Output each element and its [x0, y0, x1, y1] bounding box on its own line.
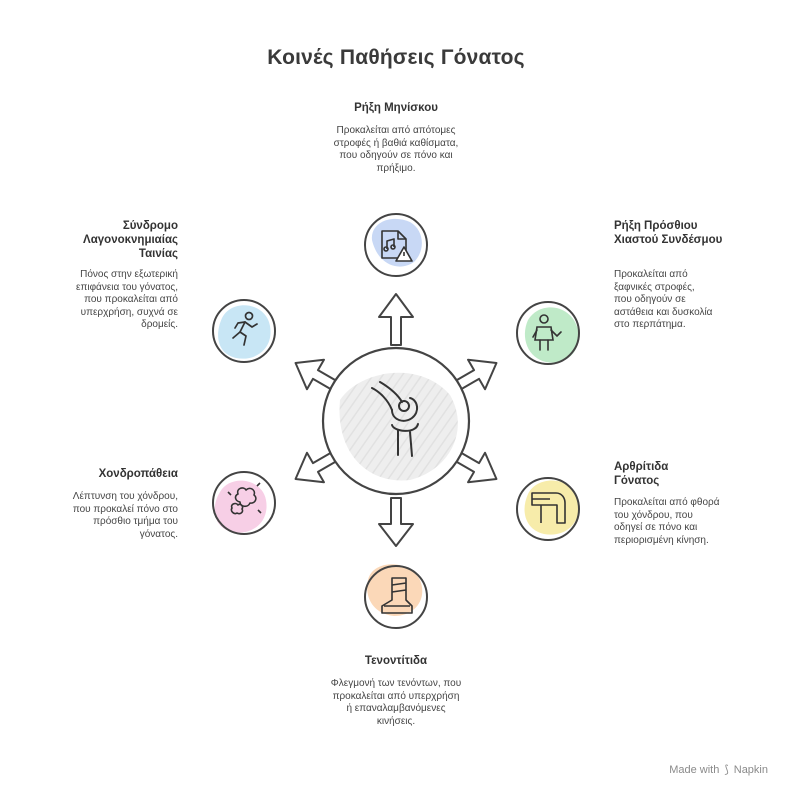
desc-tendinitis: Φλεγμονή των τενόντων, που προκαλείται α… [330, 678, 462, 727]
label-acl: Ρήξη Πρόσθιου Χιαστού Συνδέσμου [614, 220, 723, 246]
burst-icon [227, 482, 262, 515]
center-node [321, 346, 471, 496]
label-meniscus: Ρήξη Μηνίσκου [354, 102, 438, 114]
node-acl[interactable] [516, 301, 580, 365]
label-tendinitis: Τενοντίτιδα [364, 655, 428, 667]
desc-itb: Πόνος στην εξωτερική επιφάνεια του γόνατ… [75, 269, 178, 330]
label-chondropathy: Χονδροπάθεια [98, 468, 178, 480]
bandaged-leg-icon [381, 577, 413, 614]
runner-icon [232, 311, 258, 346]
node-arthritis[interactable] [516, 477, 580, 541]
node-itb[interactable] [212, 299, 276, 363]
desc-chondropathy: Λέπτυνση του χόνδρου, που προκαλεί πόνο … [72, 491, 178, 540]
napkin-logo-icon: ⟆ [724, 764, 729, 776]
label-arthritis: Αρθρίτιδα Γόνατος [614, 461, 669, 487]
node-meniscus[interactable] [364, 213, 428, 277]
node-chondropathy[interactable] [212, 471, 276, 535]
desc-meniscus: Προκαλείται από απότομες στροφές ή βαθιά… [333, 125, 459, 174]
knee-joint-icon [371, 381, 419, 457]
desc-acl: Προκαλείται από ξαφνικές στροφές, που οδ… [614, 269, 713, 330]
injured-person-icon [532, 314, 562, 351]
page-title: Κοινές Παθήσεις Γόνατος [267, 46, 525, 69]
arrow-up [378, 293, 414, 346]
node-tendinitis[interactable] [364, 564, 428, 629]
arrow-down [378, 497, 414, 547]
knee-brace-icon [531, 492, 566, 524]
label-itb: Σύνδρομο Λαγονοκνημιαίας Ταινίας [83, 220, 178, 260]
document-warning-icon [381, 230, 413, 262]
brand-text: Napkin [733, 764, 768, 776]
desc-arthritis: Προκαλείται από φθορά του χόνδρου, που ο… [614, 497, 720, 546]
napkin-watermark[interactable]: Made with ⟆ Napkin [669, 763, 768, 776]
made-with-text: Made with [669, 764, 720, 776]
